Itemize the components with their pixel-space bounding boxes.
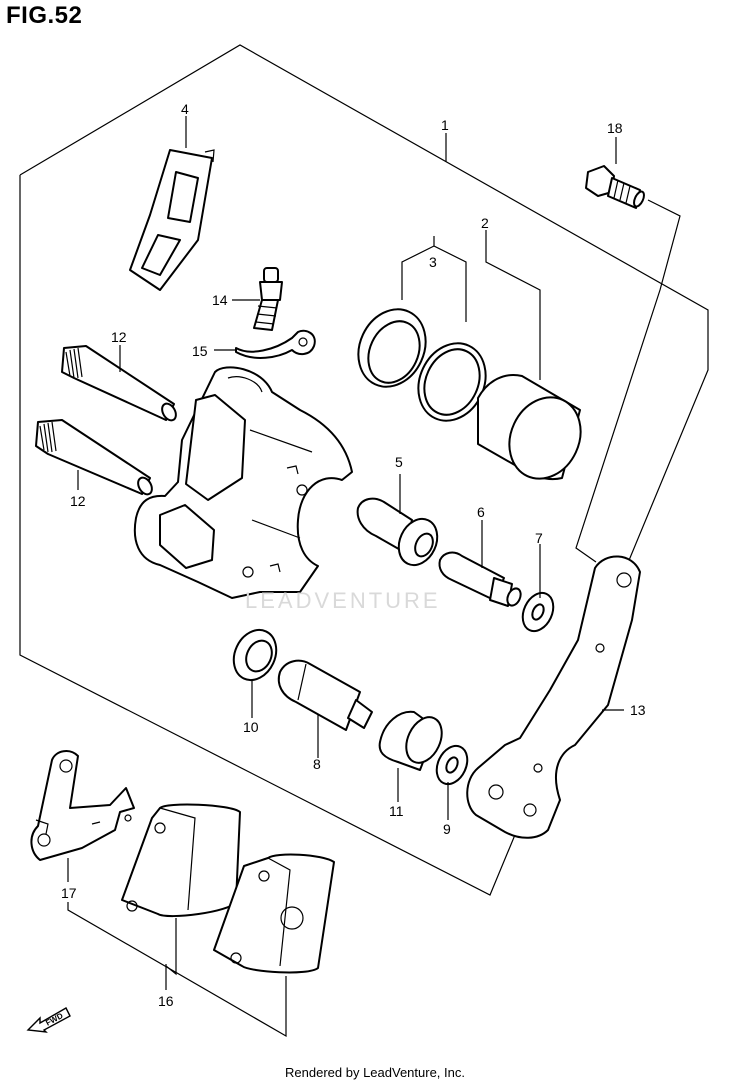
figure-title: FIG.52 xyxy=(6,2,83,29)
part-sleeve-pin-lower[interactable] xyxy=(277,659,373,731)
callout-9: 9 xyxy=(443,821,451,837)
callout-13: 13 xyxy=(630,702,646,718)
callout-1: 1 xyxy=(441,117,449,133)
callout-12-upper: 12 xyxy=(111,329,127,345)
callout-16: 16 xyxy=(158,993,174,1009)
part-boot-lower-left[interactable] xyxy=(226,623,284,687)
callout-2: 2 xyxy=(481,215,489,231)
part-caliper-bracket[interactable] xyxy=(466,555,641,839)
part-pad-shim[interactable] xyxy=(30,750,135,861)
part-brake-pad-inner[interactable] xyxy=(121,803,241,918)
part-boot-upper[interactable] xyxy=(356,497,445,572)
part-bracket-bolt[interactable] xyxy=(585,165,646,209)
callout-12-lower: 12 xyxy=(70,493,86,509)
part-plate-clip[interactable] xyxy=(235,329,316,359)
watermark-text: LEADVENTURE xyxy=(245,588,441,613)
callout-4: 4 xyxy=(181,101,189,117)
footer-credit: Rendered by LeadVenture, Inc. xyxy=(285,1065,465,1080)
part-brake-pad-outer[interactable] xyxy=(213,853,335,974)
part-boot-lower-right[interactable] xyxy=(378,710,449,771)
part-pad-spring[interactable] xyxy=(129,149,215,291)
callout-17: 17 xyxy=(61,885,77,901)
part-slide-pin-upper[interactable] xyxy=(61,345,179,423)
callout-18: 18 xyxy=(607,120,623,136)
callout-8: 8 xyxy=(313,756,321,772)
part-washer-upper[interactable] xyxy=(517,588,559,636)
leader-lines xyxy=(67,116,681,1038)
callout-7: 7 xyxy=(535,530,543,546)
part-washer-lower[interactable] xyxy=(431,741,473,789)
callout-15: 15 xyxy=(192,343,208,359)
callout-10: 10 xyxy=(243,719,259,735)
callout-14: 14 xyxy=(212,292,228,308)
part-slide-pin-lower[interactable] xyxy=(35,419,155,497)
part-caliper-body[interactable] xyxy=(133,366,353,599)
part-bleeder-valve[interactable] xyxy=(253,267,283,331)
callout-labels: 1 2 3 4 5 6 7 8 9 10 11 12 12 13 14 15 1… xyxy=(61,101,646,1009)
callout-3: 3 xyxy=(429,254,437,270)
callout-5: 5 xyxy=(395,454,403,470)
part-sleeve-pin[interactable] xyxy=(438,551,524,608)
callout-11: 11 xyxy=(389,803,404,819)
part-piston-seals[interactable] xyxy=(346,298,498,432)
assembly-boundary xyxy=(19,44,709,896)
fwd-arrow-icon: FWD xyxy=(26,1007,71,1033)
part-piston[interactable] xyxy=(477,374,594,490)
callout-6: 6 xyxy=(477,504,485,520)
